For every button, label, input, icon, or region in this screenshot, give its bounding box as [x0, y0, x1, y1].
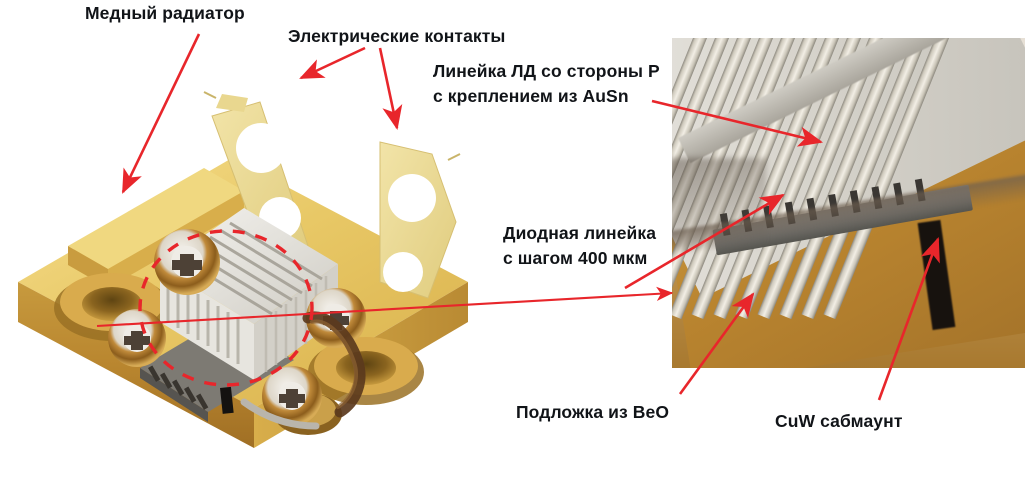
label-diode-bar-line2: с шагом 400 мкм: [503, 248, 648, 268]
arrow-beo-substrate: [678, 292, 755, 395]
arrow-zoom-link: [96, 286, 674, 328]
arrow-diode-bar-pitch: [624, 193, 785, 290]
laser-diode-package-photo: [8, 50, 478, 450]
label-ld-bar-line1: Линейка ЛД со стороны P: [433, 61, 660, 81]
arrow-ld-bar: [651, 99, 824, 147]
label-cuw-submount: CuW сабмаунт: [775, 411, 903, 431]
arrow-electrical-contact-left: [299, 46, 366, 80]
label-copper-heatsink: Медный радиатор: [85, 3, 245, 23]
diode-bar-macro-photo: [672, 38, 1025, 368]
label-diode-bar-line1: Диодная линейка: [503, 223, 657, 243]
arrow-electrical-contact-right: [378, 47, 403, 131]
label-ld-bar-line2: с креплением из AuSn: [433, 86, 629, 106]
dashed-ellipse-highlight: [138, 229, 314, 387]
label-electrical-contacts: Электрические контакты: [288, 26, 506, 46]
arrow-copper-heatsink: [121, 33, 201, 194]
arrow-cuw-submount: [877, 237, 940, 401]
label-beo-substrate: Подложка из BeO: [516, 402, 670, 422]
